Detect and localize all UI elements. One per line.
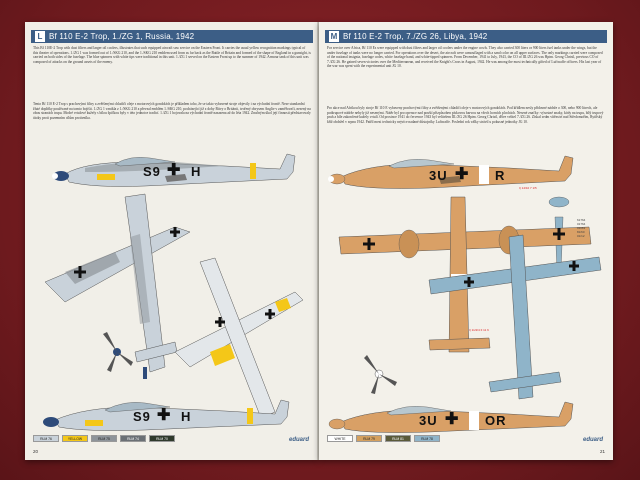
left-top-profile-code-right: H	[191, 164, 202, 179]
right-stencil-codes: 61764 01764 01163 81/60 01/12	[577, 218, 585, 238]
left-profile-letter: L	[35, 31, 45, 42]
right-color-chips: WHITE RLM 79 RLM 81 RLM 78	[327, 435, 440, 442]
right-bottom-profile-code-right: OR	[485, 413, 507, 428]
left-underside-view	[174, 257, 304, 419]
color-chip: RLM 74	[120, 435, 146, 442]
right-bottom-profile-code-left: 3U	[419, 413, 438, 428]
left-bottom-profile-code-left: S9	[133, 409, 151, 424]
right-annotation-top: I) 14/10 7 1/5	[519, 186, 537, 190]
left-top-profile-code-left: S9	[143, 164, 161, 179]
right-bottom-profile-cross-icon: ✚	[445, 411, 460, 428]
right-underside-view	[428, 234, 602, 400]
left-description-en: This Bf 110E-2 Trop with dust filters an…	[33, 46, 311, 64]
right-page-number: 21	[599, 449, 605, 454]
color-chip: RLM 81	[385, 435, 411, 442]
left-color-chips: RLM 76 YELLOW RLM 75 RLM 74 RLM 70	[33, 435, 175, 442]
right-side-profile-top	[328, 155, 574, 189]
left-profile-banner: L Bf 110 E-2 Trop, 1./ZG 1, Russia, 1942	[31, 30, 313, 43]
right-profile-title: Bf 110 E-2 Trop, 7./ZG 26, Libya, 1942	[343, 32, 488, 41]
right-top-profile-code-right: R	[495, 168, 506, 183]
right-annotation-mid: I) 11/2/4 II 11 6	[469, 328, 489, 332]
color-chip: WHITE	[327, 435, 353, 442]
left-brand-logo: eduard	[288, 437, 309, 443]
color-chip: RLM 79	[356, 435, 382, 442]
stencil-code: 61764	[577, 218, 586, 222]
left-propeller-detail	[103, 332, 147, 379]
right-aircraft-illustrations	[328, 155, 602, 433]
right-top-profile-cross-icon: ✚	[455, 166, 470, 183]
right-propeller-detail	[364, 355, 397, 394]
right-description-en: For service over Africa, Bf 110 Es were …	[327, 46, 603, 69]
left-top-profile-cross-icon: ✚	[167, 162, 182, 179]
left-page-number: 20	[33, 449, 39, 454]
color-chip: YELLOW	[62, 435, 88, 442]
stencil-code: 81/60	[577, 230, 585, 234]
color-chip: RLM 76	[33, 435, 59, 442]
right-profile-letter: M	[329, 31, 339, 42]
left-bottom-profile-cross-icon: ✚	[157, 407, 172, 424]
left-aircraft-illustrations	[43, 153, 304, 431]
right-top-profile-code-left: 3U	[429, 168, 448, 183]
right-side-profile-bottom	[328, 401, 574, 433]
color-chip: RLM 75	[91, 435, 117, 442]
stencil-code: 01163	[577, 226, 586, 230]
color-chip: RLM 70	[149, 435, 175, 442]
left-top-view	[44, 193, 191, 373]
right-description-cz: Pro akce nad Afrikou byly stroje Bf 110 …	[327, 106, 604, 124]
stencil-code: 01764	[577, 222, 586, 226]
left-side-profile-top	[52, 153, 296, 187]
left-side-profile-bottom	[43, 399, 290, 431]
right-brand-logo: eduard	[582, 437, 603, 443]
stencil-code: 01/12	[577, 234, 585, 238]
left-bottom-profile-code-right: H	[181, 409, 192, 424]
left-description-cz: Tento Bf 110 E-2 Trop s prachovými filtr…	[33, 102, 311, 120]
left-profile-title: Bf 110 E-2 Trop, 1./ZG 1, Russia, 1942	[49, 32, 195, 41]
right-profile-banner: M Bf 110 E-2 Trop, 7./ZG 26, Libya, 1942	[325, 30, 607, 43]
color-chip: RLM 78	[414, 435, 440, 442]
